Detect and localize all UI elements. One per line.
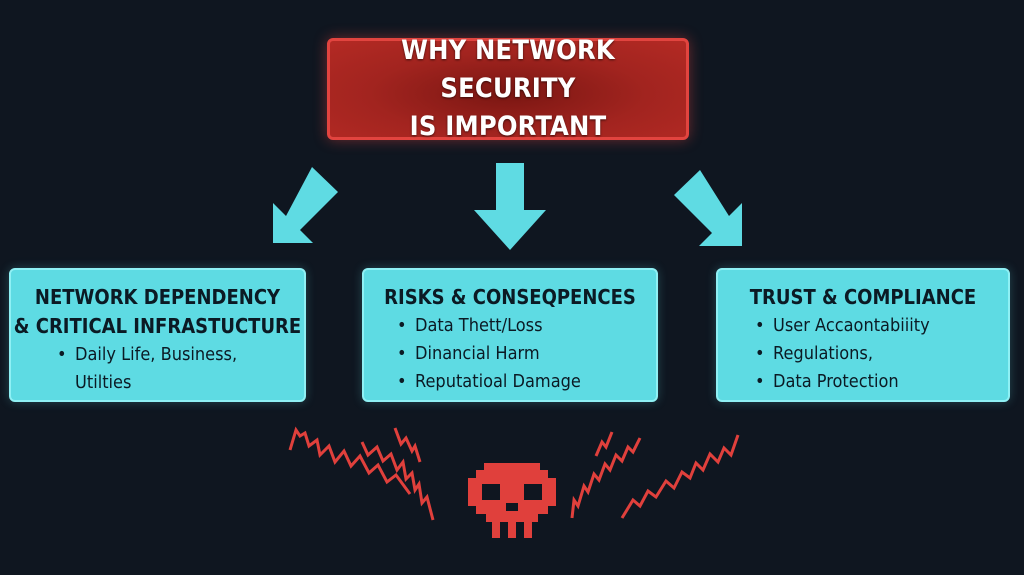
list-item: •User Accaontabiiity [755,315,930,336]
list-item: •Data Thett/Loss [397,315,543,336]
card-title: RISKS & CONSEQPENCES [384,285,636,309]
list-item-text: Data Thett/Loss [415,315,543,336]
lightning-bolt-icon [288,426,740,521]
card-title: NETWORK DEPENDENCY & CRITICAL INFRASTUCT… [13,285,302,338]
title-box: WHY NETWORK SECURITY IS IMPORTANT [327,35,689,142]
arrow-to-left-card [273,167,338,243]
card-bullet-list: •Data Thett/Loss •Dinancial Harm •Reputa… [397,312,656,396]
card-title: TRUST & COMPLIANCE [749,285,977,309]
list-item-text: Regulations, [773,343,873,364]
card-trust-compliance: TRUST & COMPLIANCE •User Accaontabiiity … [716,268,1010,402]
list-item: •Data Protection [755,371,899,392]
diagram-title: WHY NETWORK SECURITY IS IMPORTANT [330,32,686,146]
card-bullet-list: •User Accaontabiiity •Regulations, •Data… [755,312,1008,396]
list-item: •Reputatioal Damage [397,371,581,392]
skull-features [482,484,542,511]
list-item-text: User Accaontabiiity [773,315,930,336]
arrow-to-right-card [674,170,742,246]
list-item-text: Daily Life, Business, [75,344,238,365]
list-item-text: Reputatioal Damage [415,371,581,392]
title-line-2: IS IMPORTANT [409,111,607,142]
list-item: •Daily Life, Business, [57,344,238,365]
list-item: •Regulations, [755,343,873,364]
list-item-text: Dinancial Harm [415,343,540,364]
title-line-1: WHY NETWORK SECURITY [401,35,615,104]
card-bullet-list: •Daily Life, Business, Utilties [57,341,304,397]
list-item-text: Utilties [75,372,132,393]
card-risks-consequences: RISKS & CONSEQPENCES •Data Thett/Loss •D… [362,268,658,402]
skull-icon [468,463,556,538]
arrow-to-middle-card [474,163,546,250]
list-item-text: Data Protection [773,371,899,392]
list-item: •Dinancial Harm [397,343,540,364]
list-item: Utilties [57,369,304,397]
card-network-dependency: NETWORK DEPENDENCY & CRITICAL INFRASTUCT… [9,268,306,402]
